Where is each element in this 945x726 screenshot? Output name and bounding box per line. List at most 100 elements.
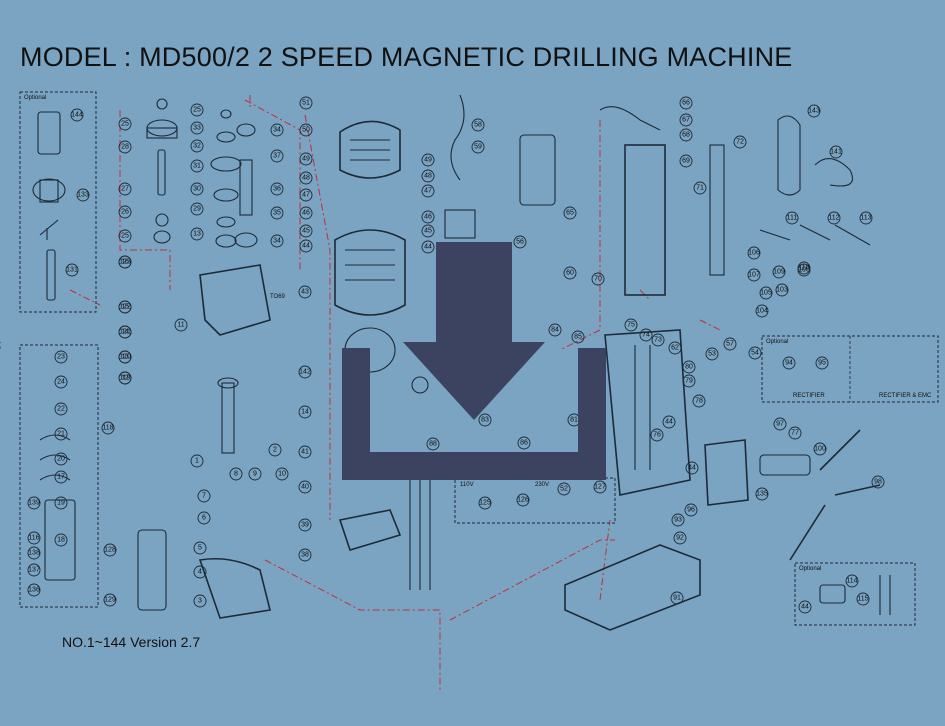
part-number-1: 1	[190, 454, 204, 468]
part-number-text: 40	[301, 484, 309, 491]
part-number-25: 25	[190, 103, 204, 117]
part-number-text: 35	[273, 210, 281, 217]
part-number-114: 114	[845, 574, 859, 588]
part-number-7: 7	[197, 489, 211, 503]
part-number-103: 103	[775, 283, 789, 297]
part-number-text: 138	[28, 550, 40, 557]
part-number-text: 12	[121, 375, 129, 382]
part-number-88: 88	[426, 437, 440, 451]
optional-switch-box	[794, 562, 916, 626]
part-number-129: 129	[103, 593, 117, 607]
part-number-141: 141	[829, 145, 843, 159]
part-number-49: 49	[299, 152, 313, 166]
part-number-17: 17	[54, 470, 68, 484]
part-number-78: 78	[692, 394, 706, 408]
part-number-text: 128	[104, 547, 116, 554]
part-number-41: 41	[298, 445, 312, 459]
part-number-text: 37	[273, 153, 281, 160]
part-number-74: 74	[639, 328, 653, 342]
part-number-text: 13	[193, 231, 201, 238]
part-number-text: 95	[818, 360, 826, 367]
part-number-text: 19	[57, 500, 65, 507]
part-number-text: 8	[234, 471, 238, 478]
part-number-text: 83	[481, 417, 489, 424]
part-number-text: 109	[773, 269, 785, 276]
part-number-6: 6	[197, 511, 211, 525]
part-number-28: 28	[118, 140, 132, 154]
part-number-71: 71	[693, 181, 707, 195]
part-number-text: 10	[278, 471, 286, 478]
part-number-131: 131	[65, 263, 79, 277]
part-number-text: 60	[566, 270, 574, 277]
part-number-105: 105	[759, 286, 773, 300]
part-number-text: 71	[696, 185, 704, 192]
part-number-25: 25	[118, 117, 132, 131]
part-number-112: 112	[827, 211, 841, 225]
part-number-text: 53	[708, 351, 716, 358]
part-number-36: 36	[270, 182, 284, 196]
part-number-text: 29	[193, 206, 201, 213]
part-number-22: 22	[54, 402, 68, 416]
part-number-20: 20	[54, 452, 68, 466]
download-icon[interactable]	[342, 242, 606, 480]
part-number-text: 46	[424, 214, 432, 221]
part-number-text: 108	[798, 267, 810, 274]
part-number-62: 62	[668, 341, 682, 355]
part-number-91: 91	[670, 591, 684, 605]
part-number-26: 26	[118, 205, 132, 219]
part-number-text: 24	[57, 379, 65, 386]
part-number-68: 68	[679, 128, 693, 142]
optional-label: Optional	[766, 339, 788, 345]
part-number-text: 43	[301, 289, 309, 296]
part-number-48: 48	[299, 171, 313, 185]
part-number-67: 67	[679, 113, 693, 127]
part-number-66: 66	[679, 96, 693, 110]
part-number-text: 137	[28, 567, 40, 574]
part-number-text: 111	[787, 215, 798, 222]
part-number-text: 97	[776, 421, 784, 428]
side-label: TO69	[270, 294, 286, 300]
part-number-text: 141	[830, 149, 842, 156]
part-number-text: 72	[736, 139, 744, 146]
part-number-text: 139	[28, 500, 40, 507]
part-number-text: 21	[57, 431, 65, 438]
part-number-text: 76	[653, 432, 661, 439]
part-number-96: 96	[684, 503, 698, 517]
part-number-37: 37	[270, 149, 284, 163]
part-number-110: 110	[797, 261, 811, 275]
part-number-30: 30	[190, 182, 204, 196]
part-number-text: 5	[198, 545, 202, 552]
part-number-text: 14	[121, 329, 129, 336]
part-number-text: 78	[695, 398, 703, 405]
part-number-labels: 1441331312528272625253332313029133437363…	[27, 96, 885, 614]
part-number-text: 13	[121, 354, 129, 361]
part-number-text: 48	[302, 175, 310, 182]
part-number-text: 47	[302, 192, 310, 199]
part-number-text: 74	[642, 332, 650, 339]
diagram-title: MODEL : MD500/2 2 SPEED MAGNETIC DRILLIN…	[20, 42, 793, 72]
part-number-text: 34	[273, 238, 281, 245]
part-number-text: 44	[801, 604, 809, 611]
part-number-47: 47	[421, 184, 435, 198]
part-number-44: 44	[662, 415, 676, 429]
part-number-107: 107	[747, 268, 761, 282]
part-number-72: 72	[733, 135, 747, 149]
assembly-guide-line	[69, 110, 171, 306]
rectifier-emc-label: RECTIFIER & EMC	[879, 393, 932, 399]
part-number-8: 8	[229, 467, 243, 481]
part-number-38: 38	[298, 548, 312, 562]
part-number-106: 106	[747, 246, 761, 260]
part-number-text: 45	[424, 228, 432, 235]
part-number-137: 137	[27, 563, 41, 577]
part-number-85: 85	[571, 330, 585, 344]
part-number-text: 44	[302, 243, 310, 250]
part-number-text: 25	[121, 121, 129, 128]
part-number-23: 23	[54, 350, 68, 364]
part-number-text: 52	[560, 486, 568, 493]
part-number-60: 60	[563, 266, 577, 280]
part-number-29: 29	[190, 202, 204, 216]
part-number-27: 27	[118, 182, 132, 196]
part-number-text: 126	[517, 497, 529, 504]
part-number-45: 45	[299, 224, 313, 238]
part-number-text: 135	[756, 491, 768, 498]
